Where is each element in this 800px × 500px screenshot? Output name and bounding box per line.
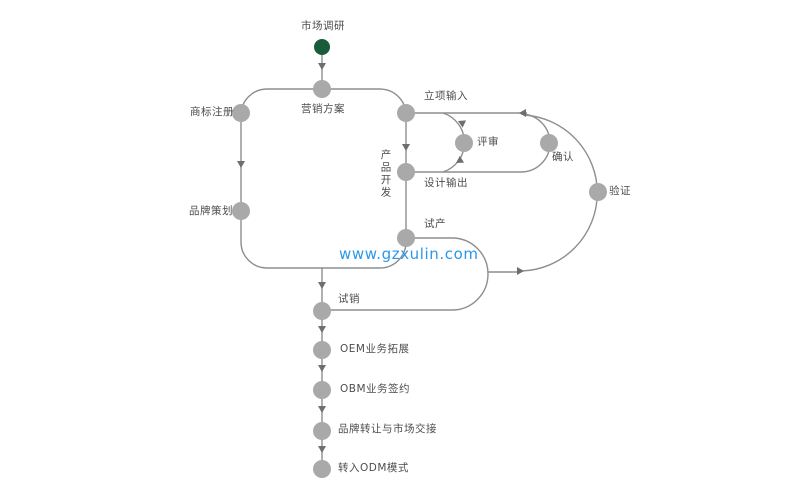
label-obm-business-signing: OBM业务签约 bbox=[340, 383, 411, 396]
label-review: 评审 bbox=[477, 136, 499, 149]
label-brand-planning: 品牌策划 bbox=[189, 205, 233, 218]
label-confirmation: 确认 bbox=[552, 151, 574, 164]
arrowhead-to-obm bbox=[318, 365, 326, 372]
arrowheads-layer bbox=[237, 63, 526, 453]
node-review bbox=[455, 134, 473, 152]
node-confirmation bbox=[540, 134, 558, 152]
arrowhead-review-up bbox=[458, 120, 467, 128]
node-brand-planning bbox=[232, 202, 250, 220]
watermark-text: www.gzxulin.com bbox=[339, 245, 479, 263]
node-project-initiation-input bbox=[397, 104, 415, 122]
label-design-output: 设计输出 bbox=[424, 177, 468, 190]
arrowhead-start bbox=[318, 63, 326, 70]
arrowhead-to-oem bbox=[318, 326, 326, 333]
arrowhead-to-odm bbox=[318, 446, 326, 453]
arrowhead-to-trial-sales bbox=[318, 282, 326, 289]
edge-trial-production-to-trial-sales bbox=[322, 237, 489, 311]
label-trial-production: 试产 bbox=[424, 218, 446, 231]
nodes-layer bbox=[232, 39, 607, 478]
frame-label-product-development: 产品开发 bbox=[379, 149, 392, 199]
label-brand-transfer-handover: 品牌转让与市场交接 bbox=[338, 423, 437, 436]
node-trial-sales bbox=[313, 302, 331, 320]
node-switch-to-odm-mode bbox=[313, 460, 331, 478]
node-verification bbox=[589, 183, 607, 201]
arrowhead-input-to-design bbox=[402, 144, 410, 151]
arrowhead-trademark-to-brand bbox=[237, 161, 245, 168]
node-design-output bbox=[397, 163, 415, 181]
label-switch-to-odm-mode: 转入ODM模式 bbox=[338, 462, 409, 475]
node-trademark-registration bbox=[232, 104, 250, 122]
label-trial-sales: 试销 bbox=[338, 293, 360, 306]
node-obm-business-signing bbox=[313, 381, 331, 399]
node-trial-production bbox=[397, 229, 415, 247]
label-verification: 验证 bbox=[609, 185, 631, 198]
arrowhead-branch-right bbox=[517, 267, 524, 275]
label-project-initiation-input: 立项输入 bbox=[424, 90, 468, 103]
label-market-research-start: 市场调研 bbox=[301, 20, 345, 33]
arrowhead-return-to-input bbox=[519, 109, 526, 117]
arrowhead-review-down bbox=[456, 155, 465, 163]
label-trademark-registration: 商标注册 bbox=[190, 106, 234, 119]
arrowhead-to-brand-transfer bbox=[318, 406, 326, 413]
node-oem-business-expansion bbox=[313, 341, 331, 359]
node-market-research-start bbox=[314, 39, 330, 55]
node-marketing-plan bbox=[313, 80, 331, 98]
edge-verification-return-curve bbox=[521, 114, 598, 272]
node-brand-transfer-handover bbox=[313, 422, 331, 440]
label-marketing-plan: 营销方案 bbox=[301, 103, 345, 116]
label-oem-business-expansion: OEM业务拓展 bbox=[340, 343, 410, 356]
